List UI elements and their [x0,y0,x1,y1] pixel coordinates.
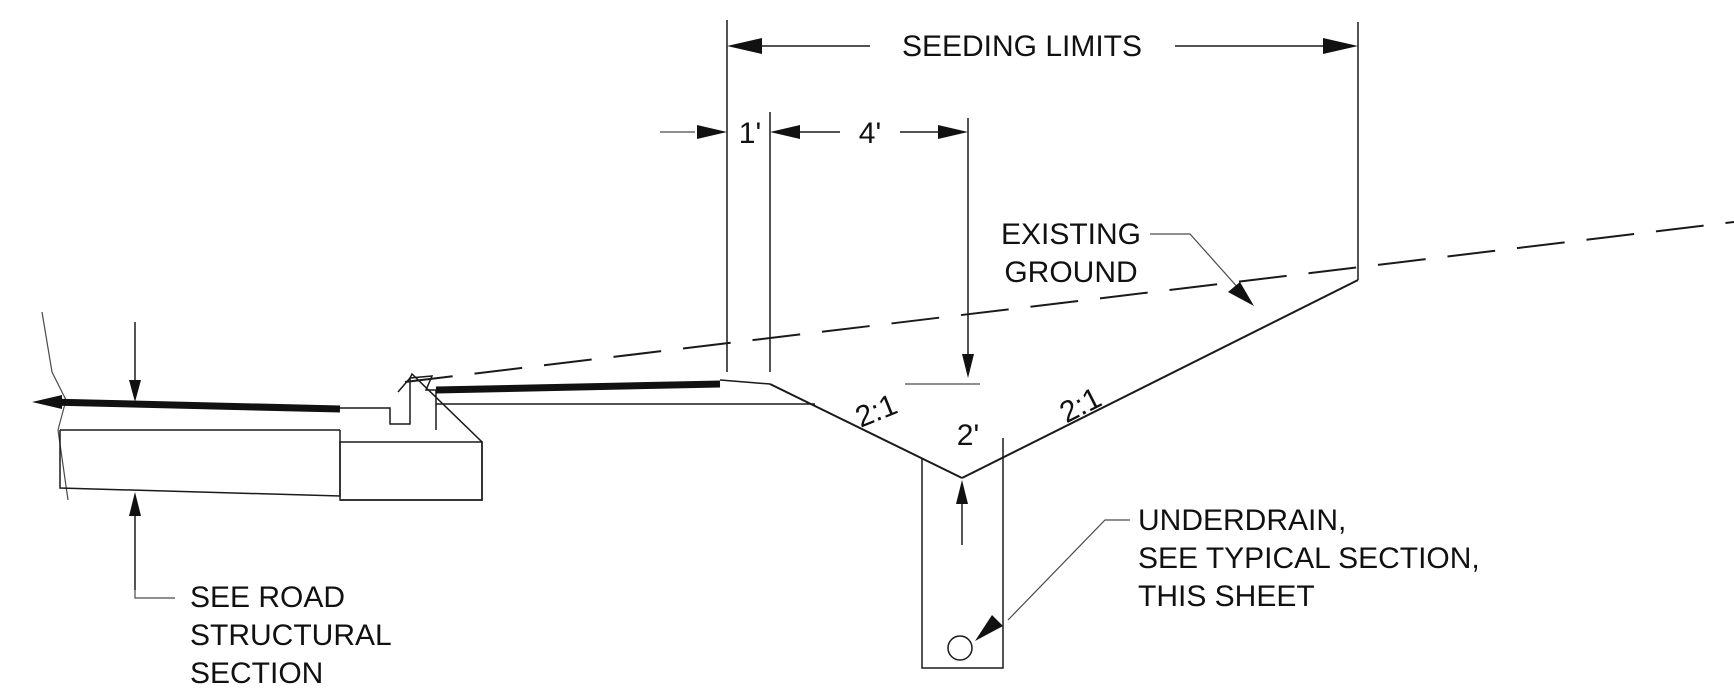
underdrain-trench [921,438,1004,669]
underdrain-arrowhead [975,615,1003,641]
existing-ground-leader [1150,233,1241,291]
base-course [59,430,341,497]
existing-ground-label-line2: GROUND [1004,256,1137,289]
pavement-surface [47,398,341,413]
existing-ground-arrowhead [1228,282,1254,306]
underdrain-pipe [947,635,973,661]
dim-1ft-arrow [697,125,727,139]
dim-4ft-arrow-left [770,125,800,139]
ditch [769,279,1359,479]
trench-outline [921,438,1004,669]
existing-ground-callout: EXISTING GROUND [1001,218,1254,306]
road-structural-section [32,311,815,501]
seeding-arrow-left [727,38,762,54]
seeding-arrow-right [1323,38,1358,54]
slope-right-label: 2:1 [1055,381,1107,429]
seeding-limits-dimension: SEEDING LIMITS [726,20,1359,372]
shoulder-surface [435,380,721,394]
road-label-line3: SECTION [190,657,323,690]
underdrain-leader [1007,519,1130,621]
road-label-line1: SEE ROAD [190,581,345,614]
structural-leader [134,590,175,599]
underdrain-callout: UNDERDRAIN, SEE TYPICAL SECTION, THIS SH… [975,504,1480,641]
underdrain-label-line2: SEE TYPICAL SECTION, [1138,542,1480,575]
existing-ground-label-line1: EXISTING [1001,218,1141,251]
underdrain-label-line1: UNDERDRAIN, [1138,504,1346,537]
shoulder-dimensions: 1' 4' [660,112,974,378]
seeding-limits-label: SEEDING LIMITS [902,30,1142,63]
ditch-top-arrow [962,354,974,378]
structural-arrow-down [129,380,141,402]
curb-lip [397,375,437,430]
road-label-line2: STRUCTURAL [190,619,392,652]
pavement-arrowhead [32,395,62,409]
shoulder-edge [719,379,771,385]
structural-arrow-up [129,492,141,516]
dim-1ft-label: 1' [739,117,761,150]
structural-section-dimension [129,322,175,599]
underdrain-label-line3: THIS SHEET [1138,580,1315,613]
ditch-right-slope [961,279,1359,479]
dim-4ft-label: 4' [859,117,881,150]
depth-arrowhead [956,480,968,504]
existing-ground-line [404,221,1734,383]
road-section-callout: SEE ROAD STRUCTURAL SECTION [190,581,392,690]
dim-4ft-arrow-right [938,125,968,139]
depth-2ft-label: 2' [957,419,979,452]
ditch-left-slope [769,383,963,479]
curb-base [339,441,483,501]
